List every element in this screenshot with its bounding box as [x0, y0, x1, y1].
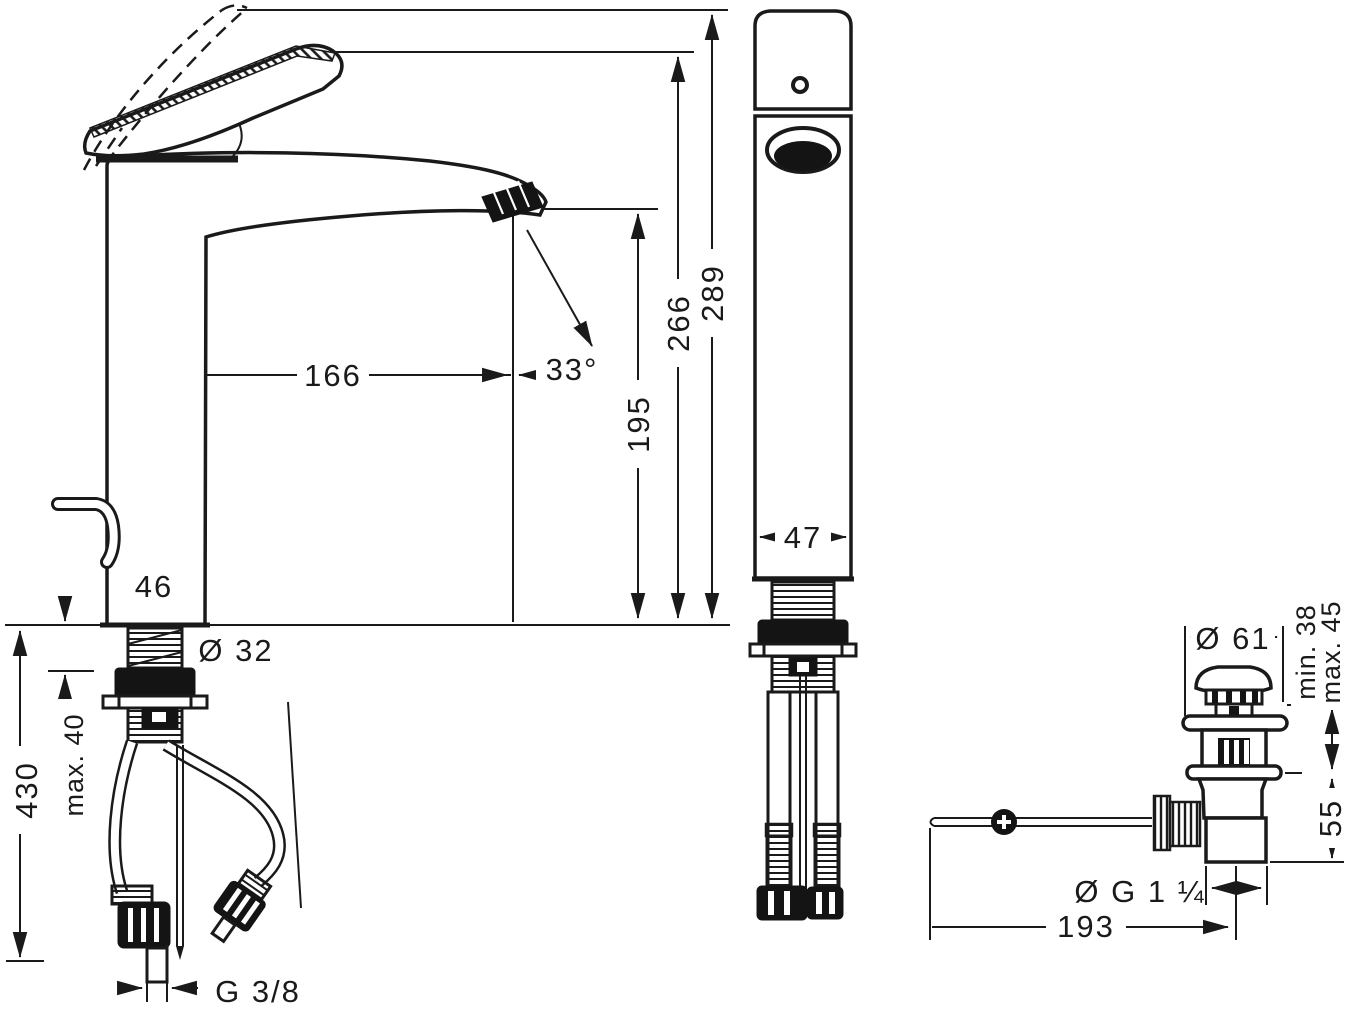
popup-pull-knob — [51, 497, 121, 569]
dim-label-lever-height: 266 — [661, 294, 696, 352]
dim-label-body-width: 46 — [135, 569, 173, 604]
dim-label-waste-thread: Ø G 1 ¼ — [1074, 874, 1205, 909]
lever-handle — [82, 43, 344, 158]
spout-outlet-front — [765, 126, 841, 174]
dim-waste-thread — [1205, 866, 1268, 905]
supply-pipes-front — [756, 676, 844, 921]
dim-label-reach: 166 — [304, 358, 362, 393]
raised-handle-dashed — [82, 4, 248, 171]
spout-aerator — [481, 180, 544, 223]
waste-flange — [1181, 714, 1289, 732]
dim-label-flange: Ø 61 — [1195, 621, 1270, 656]
waste-view — [929, 626, 1344, 940]
front-mounting — [748, 580, 858, 694]
hose-connector-left — [110, 884, 171, 984]
side-view — [5, 4, 730, 1002]
dim-label-55: 55 — [1313, 799, 1346, 837]
dim-label-angle: 33° — [546, 352, 599, 387]
handle-front — [753, 9, 853, 111]
waste-tailpiece — [1204, 816, 1268, 864]
popup-rod-side — [287, 701, 302, 909]
dim-label-total-height: 289 — [695, 264, 730, 322]
spray-angle-line — [526, 229, 593, 347]
flange-extension-lines — [1184, 626, 1284, 716]
hose-connector-right — [210, 868, 273, 944]
popup-rod-front — [176, 745, 184, 946]
popup-waste-body — [1152, 665, 1289, 864]
supply-hoses — [108, 701, 302, 984]
knurled-nut — [1152, 794, 1172, 852]
dim-label-deck-thickness: max. 40 — [59, 713, 89, 816]
popup-rod-tip — [176, 946, 184, 960]
mounting-shank — [101, 626, 209, 744]
dim-label-hose-length: 430 — [9, 761, 44, 819]
temperature-dot — [791, 76, 809, 94]
popup-rod-center — [799, 676, 807, 900]
front-view — [748, 9, 858, 921]
dim-label-depth-max: max. 45 — [1316, 600, 1346, 703]
dim-label-rod-reach: 193 — [1057, 909, 1115, 944]
dimension-labels: 166 33° 195 266 289 46 Ø 32 max. 40 430 … — [9, 249, 1346, 1009]
dim-label-front-width: 47 — [784, 520, 822, 555]
body-front — [753, 114, 853, 580]
dim-label-shank: Ø 32 — [198, 633, 273, 668]
dim-label-hose-thread: G 3/8 — [215, 974, 301, 1009]
lever-edge-hatch — [88, 45, 337, 138]
dim-g38 — [117, 944, 198, 1002]
lever-rod — [929, 809, 1152, 940]
dim-label-spout-height: 195 — [621, 395, 656, 453]
